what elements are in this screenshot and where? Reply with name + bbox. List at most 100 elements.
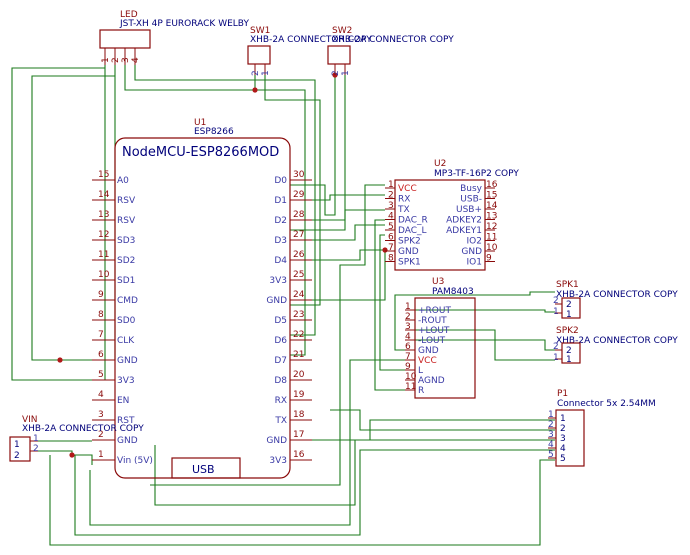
- u1-pin-number: 27: [293, 230, 304, 240]
- led-body: [99, 29, 151, 49]
- wire-dacr: [374, 219, 405, 391]
- u1-pin-label: RX: [275, 396, 287, 406]
- u1-pin-number: 11: [98, 250, 109, 260]
- junction-dot: [69, 452, 75, 458]
- junction-dot: [252, 87, 258, 93]
- u2-pin-label: DAC_L: [398, 226, 427, 236]
- u1-pin-label: RSV: [117, 196, 136, 206]
- spk2-body: [561, 342, 581, 364]
- u1-pin-label: D1: [274, 196, 287, 206]
- vin-body: [9, 436, 31, 462]
- led-pin-3: 3: [121, 57, 131, 63]
- u2-pin-number: 15: [486, 191, 497, 201]
- junction-dot: [57, 357, 63, 363]
- u1-pin-label: D3: [274, 236, 287, 246]
- u1-pin-number: 25: [293, 270, 304, 280]
- vin-value: XHB-2A CONNECTOR COPY: [22, 424, 144, 434]
- u3-pin-number: 7: [405, 352, 411, 362]
- u1-pin-label: TX: [274, 416, 287, 426]
- u3-pin-number: 10: [405, 372, 417, 382]
- u2-pin-label: GND: [461, 247, 482, 257]
- wire-p1-4: [74, 449, 555, 536]
- u2-pin-number: 11: [486, 233, 497, 243]
- wire-led3v3: [11, 65, 106, 381]
- sw1-pin-2: 2: [251, 70, 261, 76]
- u1-pin-label: RSV: [117, 216, 136, 226]
- u1-pin-number: 13: [98, 210, 109, 220]
- u2-pin-number: 8: [388, 254, 394, 264]
- u1-pin-number: 23: [293, 310, 304, 320]
- u2-pin-number: 6: [388, 233, 394, 243]
- wire-u3-vcc: [89, 359, 405, 526]
- u1-value: ESP8266: [194, 127, 234, 137]
- u3-body: [414, 297, 476, 399]
- u3-pin-number: 4: [405, 332, 411, 342]
- p1-pin-number: 1: [548, 410, 554, 420]
- led-pin-4: 4: [131, 57, 141, 63]
- u1-pin-label: D4: [274, 256, 287, 266]
- u3-pin-label: GND: [418, 346, 439, 356]
- wire-gnd-u2: [290, 250, 386, 301]
- u1-pin-number: 30: [293, 170, 305, 180]
- p1-value: Connector 5x 2.54MM: [557, 399, 656, 409]
- u2-pin-number: 16: [486, 180, 498, 190]
- u1-pin-label: SD2: [117, 256, 135, 266]
- u1-pin-label: SD3: [117, 236, 135, 246]
- vin-ref: VIN: [22, 415, 38, 425]
- u3-pin-number: 3: [405, 322, 411, 332]
- u3-pin-label: VCC: [418, 356, 437, 366]
- p1-pin-label: 3: [560, 434, 566, 444]
- u1-pin-label: GND: [117, 436, 138, 446]
- sw2-pin-1: 1: [341, 70, 351, 76]
- wire-led-d7: [124, 65, 306, 356]
- u1-pin-label: 3V3: [269, 276, 287, 286]
- u2-pin-label: SPK2: [398, 237, 421, 247]
- u1-pin-number: 26: [293, 250, 305, 260]
- u2-pin-label: VCC: [398, 184, 417, 194]
- u1-left-pins: 15A014RSV13RSV12SD311SD210SD19CMD8SD07CL…: [92, 170, 153, 466]
- p1-pin-label: 4: [560, 444, 566, 454]
- u2-pin-label: IO2: [467, 237, 482, 247]
- u2-pin-number: 3: [388, 201, 394, 211]
- u2-pin-number: 2: [388, 191, 394, 201]
- u3-pin-label: AGND: [418, 376, 445, 386]
- u1-pin-label: 3V3: [269, 456, 287, 466]
- spk2-pin-2: 2: [553, 342, 559, 352]
- u1-pin-number: 21: [293, 350, 304, 360]
- sw1-connector: SW1 XHB-2A CONNECTOR COPY 2 1: [247, 26, 372, 76]
- sw2-ref: SW2: [332, 26, 352, 36]
- u1-pin-label: D7: [274, 356, 287, 366]
- u1-pin-number: 4: [98, 390, 104, 400]
- u1-pin-label: GND: [266, 436, 287, 446]
- u1-pin-number: 17: [293, 430, 304, 440]
- u1-usb-label: USB: [192, 463, 215, 476]
- u1-title: NodeMCU-ESP8266MOD: [122, 145, 279, 160]
- u1-pin-label: SD0: [117, 316, 136, 326]
- wire-vin: [38, 440, 93, 465]
- u2-pin-label: DAC_R: [398, 216, 428, 226]
- u2-pin-label: IO1: [467, 258, 482, 268]
- wire-d3: [290, 224, 385, 241]
- u3-pin-number: 11: [405, 382, 416, 392]
- vin-connector: VIN XHB-2A CONNECTOR COPY 1 2 1 2: [9, 415, 144, 462]
- u1-pin-number: 8: [98, 310, 104, 320]
- u2-pin-label: GND: [398, 247, 419, 257]
- u1-pin-number: 5: [98, 370, 104, 380]
- u2-pin-number: 5: [388, 222, 394, 232]
- u2-pin-label: ADKEY1: [446, 226, 482, 236]
- wire-u3-gnd: [394, 291, 555, 351]
- u2-pin-label: TX: [397, 205, 410, 215]
- u3-ref: U3: [432, 277, 444, 287]
- u1-pin-label: EN: [117, 396, 129, 406]
- p1-pin-number: 5: [548, 450, 554, 460]
- spk1-ref: SPK1: [556, 280, 579, 290]
- wire-p1-2: [330, 409, 555, 431]
- u1-pin-number: 6: [98, 350, 104, 360]
- spk1-pin-1: 1: [553, 307, 559, 317]
- u1-pin-label: GND: [266, 296, 287, 306]
- p1-pin-label: 5: [560, 454, 566, 464]
- p1-pin-label: 2: [560, 424, 566, 434]
- sw1-value: XHB-2A CONNECTOR COPY: [250, 35, 372, 45]
